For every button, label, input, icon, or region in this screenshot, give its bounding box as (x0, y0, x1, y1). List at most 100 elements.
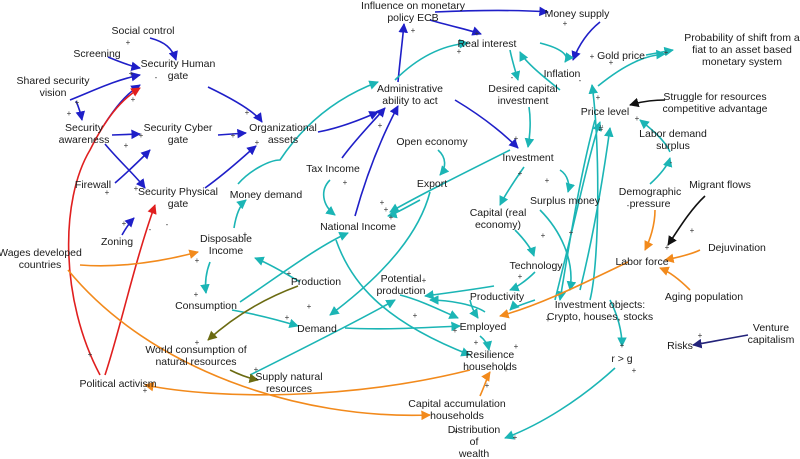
node-risks: Risks (667, 340, 693, 352)
causal-arrow-teal (499, 166, 525, 206)
node-label-line: Disposable (200, 233, 252, 245)
polarity-sign: # (599, 124, 604, 133)
polarity-sign: + (457, 47, 462, 56)
node-label-line: Income (209, 245, 244, 257)
polarity-sign: + (384, 205, 389, 214)
node-political-activism: Political activism (79, 378, 156, 390)
node-label-line: pressure (630, 198, 671, 210)
node-label-line: gate (168, 198, 189, 210)
causal-arrow-teal (504, 367, 616, 440)
node-label-line: Demographic (619, 186, 681, 198)
node-label-line: Potential (381, 273, 422, 285)
polarity-sign: + (475, 29, 480, 38)
polarity-sign: + (514, 342, 519, 351)
node-label-line: Distribution (448, 424, 501, 436)
node-label-line: Security (65, 122, 104, 134)
node-label-line: Political activism (79, 378, 156, 390)
polarity-sign: - (155, 73, 158, 82)
node-label-line: gate (168, 70, 189, 82)
causal-arrow-blue (454, 99, 519, 149)
edge-polarities: +++++-+++++++++++--+++#++++++++++++++--+… (67, 19, 703, 442)
node-label-line: Technology (509, 260, 563, 272)
causal-arrow-blue (317, 111, 379, 133)
causal-arrow-olive (207, 285, 299, 341)
causal-arrow-teal (424, 285, 495, 300)
node-label-line: Aging population (665, 291, 743, 303)
causal-arrow-teal (329, 191, 431, 316)
polarity-sign: + (134, 184, 139, 193)
node-label-line: Venture (753, 322, 789, 334)
polarity-sign: + (194, 290, 199, 299)
node-label-line: Influence on monetary (361, 0, 466, 12)
causal-arrow-teal (233, 199, 247, 229)
node-label-line: Inflation (544, 68, 581, 80)
causal-edges (67, 6, 749, 440)
polarity-sign: + (75, 98, 80, 107)
causal-arrow-teal (469, 299, 479, 319)
node-surplus-money: Surplus money (530, 195, 601, 207)
polarity-sign: + (513, 433, 518, 442)
causal-arrow-blue (571, 21, 601, 61)
node-label-line: Investment objects: (555, 299, 645, 311)
polarity-sign: + (514, 134, 519, 143)
polarity-sign: + (245, 108, 250, 117)
causal-arrow-blue (75, 100, 86, 121)
causal-arrow-orange (144, 369, 471, 396)
causal-arrow-orange (659, 266, 691, 291)
polarity-sign: + (88, 350, 93, 359)
node-label-line: ability to act (382, 95, 438, 107)
causal-arrow-blue (204, 145, 257, 189)
node-label-line: policy ECB (387, 12, 438, 24)
causal-arrow-red (67, 87, 141, 376)
node-label-line: Price level (581, 106, 629, 118)
polarity-sign: + (485, 381, 490, 390)
polarity-sign: + (504, 365, 509, 374)
node-label-line: Administrative (377, 83, 443, 95)
node-dejuvination: Dejuvination (708, 242, 766, 254)
polarity-sign: + (287, 269, 292, 278)
polarity-sign: + (129, 69, 134, 78)
polarity-sign: - (579, 76, 582, 85)
polarity-sign: - (166, 220, 169, 229)
causal-arrow-blue (354, 105, 399, 217)
causal-arrow-black (629, 97, 666, 108)
node-employed: Employed (460, 321, 507, 333)
node-demand: Demand (297, 323, 337, 335)
causal-arrow-orange (479, 371, 491, 397)
node-label-line: Resilience (466, 349, 515, 361)
causal-arrow-blue (121, 217, 135, 236)
node-label-line: Money supply (545, 8, 611, 20)
node-label-line: National Income (320, 221, 396, 233)
polarity-sign: + (143, 386, 148, 395)
node-export: Export (417, 178, 447, 190)
polarity-sign: - (149, 225, 152, 234)
node-label-line: countries (19, 259, 62, 271)
node-zoning: Zoning (101, 236, 133, 248)
causal-arrow-teal (519, 51, 561, 91)
causal-arrow-teal (645, 46, 674, 57)
causal-arrow-teal (597, 49, 666, 87)
node-money-demand: Money demand (230, 189, 303, 201)
node-investment: Investment (502, 152, 553, 164)
node-migrant-flows: Migrant flows (689, 179, 751, 191)
node-label-line: Demand (297, 323, 337, 335)
node-label-line: households (463, 361, 517, 373)
node-label-line: households (430, 410, 484, 422)
polarity-sign: + (195, 256, 200, 265)
causal-arrow-blue (111, 129, 141, 140)
polarity-sign: + (690, 226, 695, 235)
polarity-sign: + (67, 109, 72, 118)
causal-arrow-teal (335, 239, 471, 357)
node-label-line: Gold price (597, 50, 645, 62)
causal-arrow-teal (639, 119, 671, 153)
causal-arrow-orange (67, 269, 431, 421)
causal-arrow-teal (579, 127, 614, 291)
node-label-line: Employed (460, 321, 507, 333)
node-label-line: Wages developed (0, 247, 82, 259)
